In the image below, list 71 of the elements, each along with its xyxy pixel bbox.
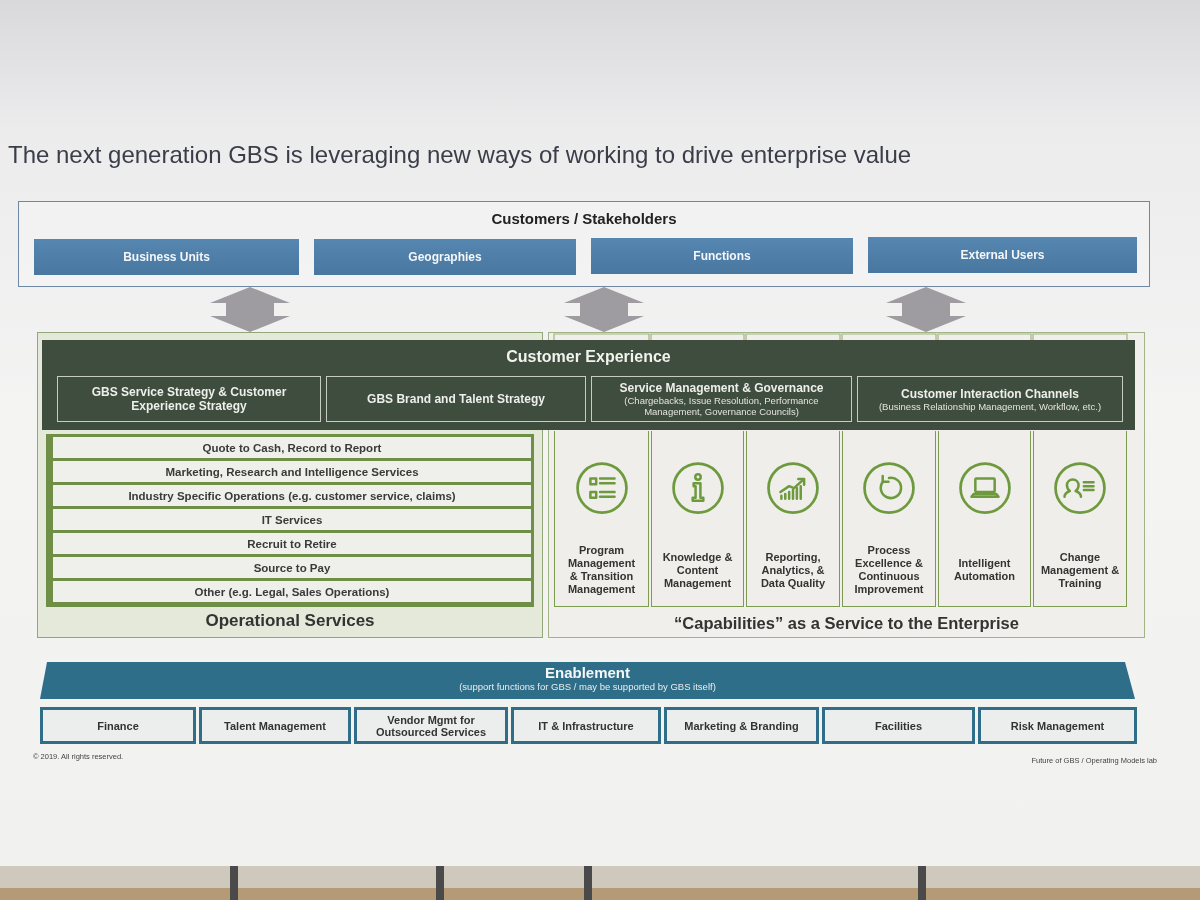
panel-heading: Customers / Stakeholders [491,210,677,227]
capability-column [842,431,936,607]
panel-subtitle: (Business Relationship Management, Workflow, etc.) [878,400,1102,412]
panel-heading: “Capabilities” as a Service to the Enterprise [674,614,1019,633]
support-function-tile [511,707,661,744]
service-row [53,533,531,554]
support-function-tile [354,707,508,744]
capability-column [938,431,1031,607]
capability-label: Change Management & Training [1039,550,1121,590]
capability-label: Knowledge & Content Management [661,550,734,590]
service-row [53,461,531,482]
row-label: Other (e.g. Legal, Sales Operations) [194,585,390,598]
double-headed-arrow [886,287,966,332]
capability-column [746,431,840,607]
banner-heading: Enablement [545,664,630,681]
double-headed-arrow [210,287,290,332]
tile-label: Geographies [408,250,482,264]
service-row [53,581,531,602]
strategy-panel [57,376,321,422]
stakeholder-panel [18,201,1150,287]
row-label: IT Services [261,513,323,526]
capability-column [554,431,649,607]
panel-title: GBS Service Strategy & Customer Experience Strategy [90,385,288,413]
customer-experience-band [42,340,1135,430]
strategy-panel [326,376,586,422]
capability-column [651,431,744,607]
capability-label: Reporting, Analytics, & Data Quality [759,550,827,590]
stakeholder-tile [34,239,299,275]
support-function-tile [978,707,1137,744]
service-row [53,437,531,458]
tile-label: Functions [693,249,751,263]
support-function-tile [664,707,819,744]
strategy-panel [857,376,1123,422]
stakeholder-tile [591,238,853,274]
banner-subtitle: (support functions for GBS / may be supported by GBS itself) [459,681,716,693]
row-label: Quote to Cash, Record to Report [202,441,382,454]
tile-label: Marketing & Branding [684,719,799,732]
tile-label: Business Units [123,250,210,264]
slide-title: The next generation GBS is leveraging new ways of working to drive enterprise value [8,141,912,169]
tile-label: Risk Management [1010,719,1105,732]
panel-title: Service Management & Governance [619,381,824,395]
support-function-tile [40,707,196,744]
strategy-panel [591,376,852,422]
enablement-banner [40,662,1135,699]
capability-label: Intelligent Automation [952,557,1017,584]
double-headed-arrow [564,287,644,332]
band-heading: Customer Experience [506,348,671,366]
tile-label: Talent Management [224,719,326,732]
tile-label: External Users [960,248,1045,262]
tile-label: Finance [97,719,139,732]
stakeholder-tile [314,239,576,275]
capability-label: Process Excellence & Continuous Improvement [853,544,925,597]
support-function-tile [199,707,351,744]
panel-subtitle: (Chargebacks, Issue Resolution, Performance Management, Governance Councils) [623,395,820,417]
tile-label: Vendor Mgmt for Outsourced Services [374,713,488,738]
panel-heading: Operational Services [205,611,375,631]
panel-title: GBS Brand and Talent Strategy [367,392,545,406]
capability-label: Program Management & Transition Management [566,544,637,597]
row-label: Marketing, Research and Intelligence Services [165,465,419,478]
service-row [53,485,531,506]
row-label: Industry Specific Operations (e.g. customer service, claims) [128,489,456,502]
service-row [53,557,531,578]
tile-label: Facilities [874,719,923,732]
service-row [53,509,531,530]
row-label: Recruit to Retire [247,537,337,550]
stakeholder-tile [868,237,1137,273]
panel-title: Customer Interaction Channels [901,386,1079,401]
support-function-tile [822,707,975,744]
capability-column [1033,431,1127,607]
tile-label: IT & Infrastructure [538,719,634,732]
row-label: Source to Pay [253,561,331,574]
